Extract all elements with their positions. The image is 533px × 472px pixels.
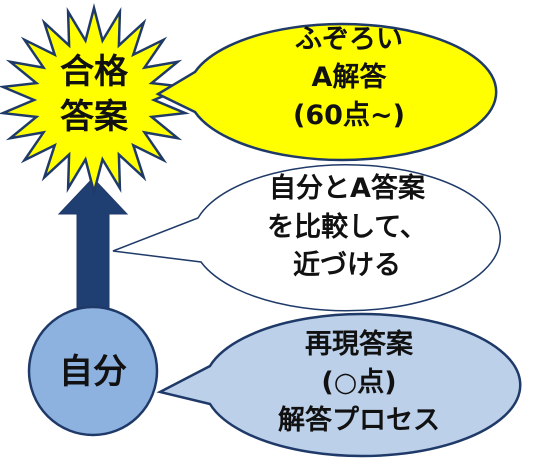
self-label: 自分 — [59, 352, 127, 392]
method-callout-bubble — [112, 164, 502, 312]
method-callout-line3: 近づける — [293, 250, 401, 281]
goal-callout-bubble — [155, 22, 498, 162]
goal-label-line1: 合格 — [60, 52, 129, 92]
goal-label-line2: 答案 — [60, 97, 129, 137]
goal-starburst — [0, 3, 190, 197]
method-callout-line2: を比較して、 — [267, 211, 427, 243]
self-callout-bubble — [156, 312, 522, 458]
self-callout-line3: 解答プロセス — [278, 404, 440, 436]
goal-callout-line1: ふぞろい — [295, 24, 403, 55]
goal-callout-line2: A解答 — [312, 61, 388, 93]
method-callout-line1: 自分とA答案 — [269, 172, 426, 204]
self-callout-line1: 再現答案 — [305, 328, 414, 360]
self-callout-line2: (○点) — [321, 367, 396, 398]
self-circle — [27, 305, 159, 437]
goal-callout-line3: (60点~) — [293, 100, 405, 131]
